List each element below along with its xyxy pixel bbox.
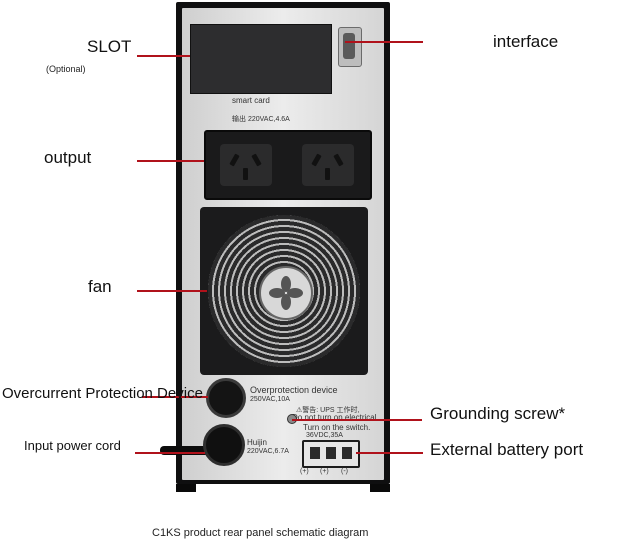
input-rating-text: 220VAC,6.7A xyxy=(247,448,289,455)
fan-hub-icon xyxy=(259,266,313,320)
leader-slot xyxy=(137,55,190,57)
db9-connector xyxy=(338,27,362,67)
turn-on-switch-text: Turn on the switch. xyxy=(303,423,370,432)
leader-battery-port xyxy=(356,452,423,454)
input-cord-label: Input power cord xyxy=(24,438,121,453)
overcurrent-label: Overcurrent Protection Device xyxy=(2,385,203,402)
battery-port-socket xyxy=(302,440,360,468)
output-label: output xyxy=(44,148,91,168)
leader-interface xyxy=(345,41,423,43)
leader-output xyxy=(137,160,204,162)
diagram-caption: C1KS product rear panel schematic diagra… xyxy=(152,527,368,539)
interface-label: interface xyxy=(493,32,558,52)
brand-text: Huijin xyxy=(247,438,267,447)
output-outlets xyxy=(204,130,372,200)
battery-pin-1: (+) xyxy=(300,468,309,475)
leader-fan xyxy=(137,290,207,292)
battery-pin-3: (-) xyxy=(341,468,348,475)
slot-label: SLOT xyxy=(87,37,131,57)
breaker-button xyxy=(206,378,246,418)
battery-rating-text: 36VDC,35A xyxy=(306,432,343,439)
battery-port-label: External battery port xyxy=(430,440,583,460)
fan-label: fan xyxy=(88,277,112,297)
ups-foot-left xyxy=(176,484,196,492)
input-cord-socket xyxy=(203,424,245,466)
smart-card-slot xyxy=(190,24,332,94)
overprotection-rating-text: 250VAC,10A xyxy=(250,396,290,403)
slot-optional-label: (Optional) xyxy=(46,64,86,74)
smart-card-text: smart card xyxy=(232,96,270,105)
leader-input-cord xyxy=(135,452,205,454)
battery-pin-2: (+) xyxy=(320,468,329,475)
outlet-socket-right xyxy=(302,144,354,186)
overprotection-text: Overprotection device xyxy=(250,385,338,395)
leader-grounding xyxy=(292,419,422,421)
outlet-socket-left xyxy=(220,144,272,186)
output-rating-text: 输出 220VAC,4.6A xyxy=(232,114,290,124)
grounding-label: Grounding screw* xyxy=(430,404,565,424)
ups-foot-right xyxy=(370,484,390,492)
